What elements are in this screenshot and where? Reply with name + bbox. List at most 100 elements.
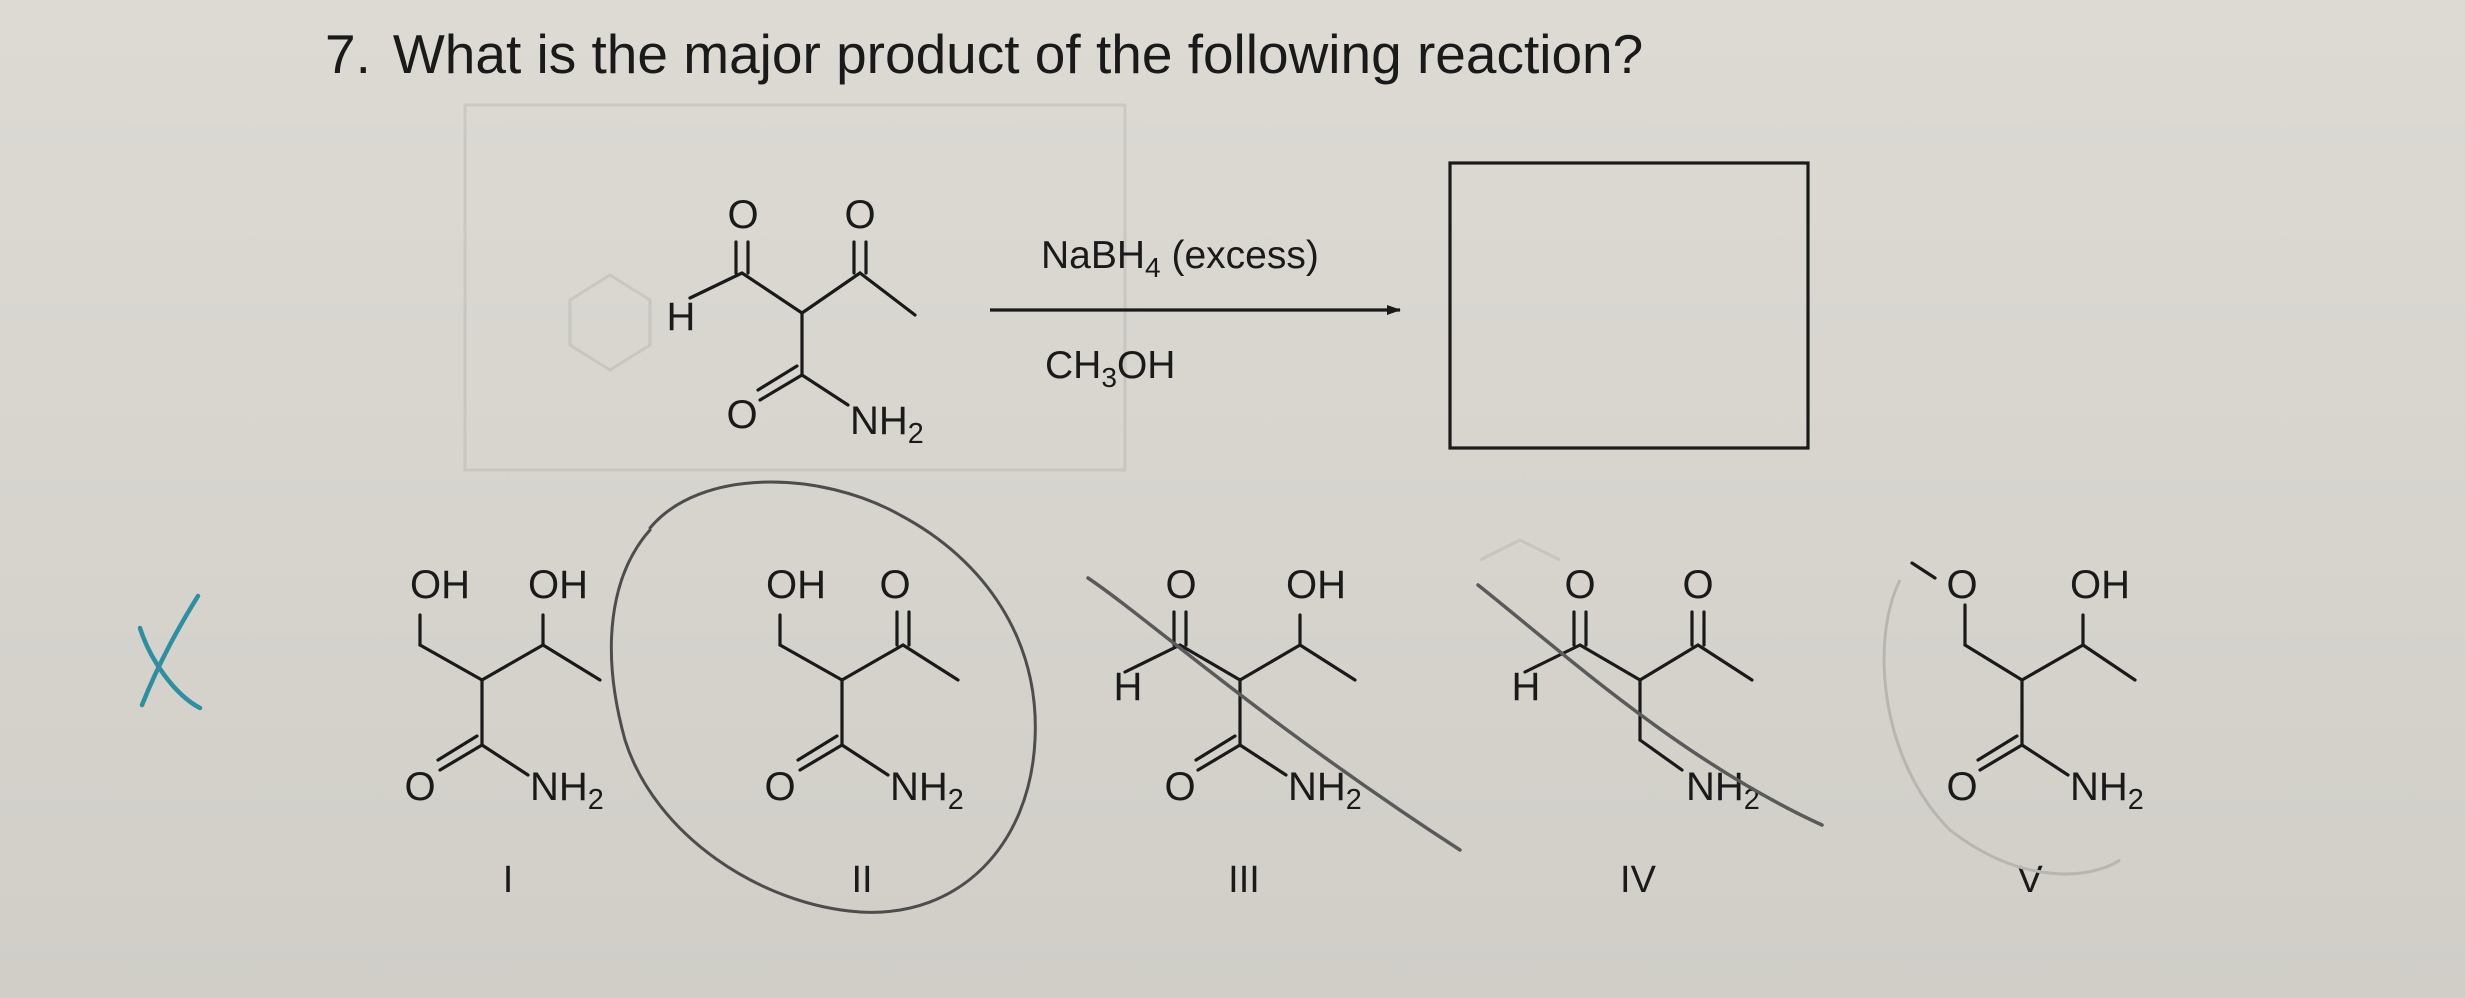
bond bbox=[1638, 738, 1684, 772]
subscript: 2 bbox=[1346, 784, 1362, 816]
atom-label: O bbox=[879, 563, 910, 607]
starting-material bbox=[688, 240, 917, 407]
bond bbox=[1696, 643, 1754, 682]
atom-label: O bbox=[1165, 563, 1196, 607]
subscript: 4 bbox=[1145, 252, 1161, 283]
choice-label-II: II bbox=[851, 859, 872, 901]
choice-label-V: V bbox=[2017, 859, 2043, 901]
bond bbox=[798, 743, 844, 772]
bond bbox=[758, 373, 804, 402]
bond bbox=[1978, 743, 2024, 772]
atom-label: NH2 bbox=[2070, 765, 2144, 816]
atom-label: H bbox=[667, 295, 696, 339]
subscript: 2 bbox=[908, 418, 924, 450]
choice-III-labels: O OH H O NH2 III bbox=[1114, 563, 1362, 901]
choice-V-structure bbox=[1910, 561, 2137, 777]
bond bbox=[800, 271, 862, 315]
question-number: 7. bbox=[325, 23, 371, 85]
bond bbox=[480, 643, 545, 682]
double-bond bbox=[796, 734, 839, 762]
bond bbox=[901, 643, 960, 682]
atom-label: O bbox=[1564, 563, 1595, 607]
atom-label: O bbox=[1164, 765, 1195, 809]
atom-label: O bbox=[764, 765, 795, 809]
subscript: 2 bbox=[588, 784, 604, 816]
subscript: 2 bbox=[948, 784, 964, 816]
bond bbox=[1578, 643, 1642, 682]
bond bbox=[418, 643, 484, 682]
bond bbox=[740, 271, 804, 315]
atom-label: OH bbox=[410, 563, 470, 607]
atom-label: H bbox=[1512, 665, 1541, 709]
choice-IV-labels: O O H NH2 IV bbox=[1512, 563, 1760, 901]
handwritten-x-mark bbox=[137, 593, 203, 711]
bond bbox=[858, 271, 917, 317]
choice-V-labels: O OH O NH2 V bbox=[1946, 563, 2143, 901]
atom-label: NH2 bbox=[1288, 765, 1362, 816]
double-bond bbox=[1194, 734, 1237, 762]
pencil-strike-choice-IV bbox=[1476, 583, 1824, 827]
bond bbox=[1196, 743, 1242, 772]
bond bbox=[1238, 743, 1288, 777]
bond bbox=[2020, 643, 2085, 682]
bond bbox=[1238, 643, 1302, 682]
reaction-conditions: NaBH4 (excess) CH3OH bbox=[990, 234, 1401, 393]
choice-II-structure bbox=[778, 610, 960, 777]
choice-III-structure bbox=[1123, 610, 1357, 777]
atom-label: O bbox=[1682, 563, 1713, 607]
atom-label: O bbox=[726, 393, 757, 437]
bond bbox=[1123, 643, 1182, 674]
question-text: 7. What is the major product of the follo… bbox=[325, 22, 1643, 86]
bond bbox=[1963, 643, 2024, 682]
bond bbox=[1523, 643, 1582, 674]
atom-label: OH bbox=[1286, 563, 1346, 607]
bond bbox=[541, 643, 602, 682]
choice-I-labels: OH OH O NH2 I bbox=[404, 563, 603, 901]
faint-partial-circle-choice-V bbox=[1882, 579, 2121, 876]
bond bbox=[1178, 643, 1242, 682]
bond bbox=[2020, 743, 2070, 777]
reagent-top: NaBH4 (excess) bbox=[1041, 234, 1319, 283]
bond bbox=[800, 373, 850, 407]
atom-label: NH2 bbox=[530, 765, 604, 816]
choice-I-structure bbox=[418, 613, 602, 777]
atom-label: NH2 bbox=[850, 399, 924, 450]
bond bbox=[778, 643, 844, 682]
bond bbox=[438, 743, 484, 772]
atom-label: OH bbox=[766, 563, 826, 607]
double-bond bbox=[436, 734, 479, 762]
bond bbox=[2081, 643, 2137, 682]
bond bbox=[688, 271, 744, 300]
double-bond bbox=[756, 364, 799, 392]
atom-label: OH bbox=[2070, 563, 2130, 607]
bond bbox=[840, 743, 890, 777]
atom-label: O bbox=[1946, 765, 1977, 809]
choice-II-labels: OH O O NH2 II bbox=[764, 563, 963, 901]
choice-label-III: III bbox=[1228, 859, 1260, 901]
question-prompt: What is the major product of the followi… bbox=[392, 23, 1644, 85]
bleed-through-background bbox=[463, 103, 1561, 562]
atom-label: O bbox=[727, 193, 758, 237]
atom-label: NH2 bbox=[890, 765, 964, 816]
bond bbox=[1910, 561, 1937, 580]
bond bbox=[1298, 643, 1357, 682]
choice-label-IV: IV bbox=[1620, 859, 1657, 901]
answer-box bbox=[1448, 161, 1810, 450]
subscript: 2 bbox=[2128, 784, 2144, 816]
starting-material-labels: O O H O NH2 bbox=[667, 193, 924, 450]
pencil-strike-choice-III bbox=[1086, 576, 1462, 852]
atom-label: H bbox=[1114, 665, 1143, 709]
atom-label: O bbox=[1946, 563, 1977, 607]
bond bbox=[480, 743, 530, 777]
atom-label: O bbox=[844, 193, 875, 237]
atom-label: O bbox=[404, 765, 435, 809]
subscript: 3 bbox=[1101, 362, 1117, 393]
bond bbox=[840, 643, 905, 682]
choice-label-I: I bbox=[503, 859, 514, 901]
pencil-circle-choice-II bbox=[609, 480, 1037, 914]
reagent-bottom: CH3OH bbox=[1045, 344, 1175, 393]
bond bbox=[1638, 643, 1700, 682]
double-bond bbox=[1976, 734, 2019, 762]
choice-IV-structure bbox=[1523, 610, 1754, 772]
atom-label: OH bbox=[528, 563, 588, 607]
